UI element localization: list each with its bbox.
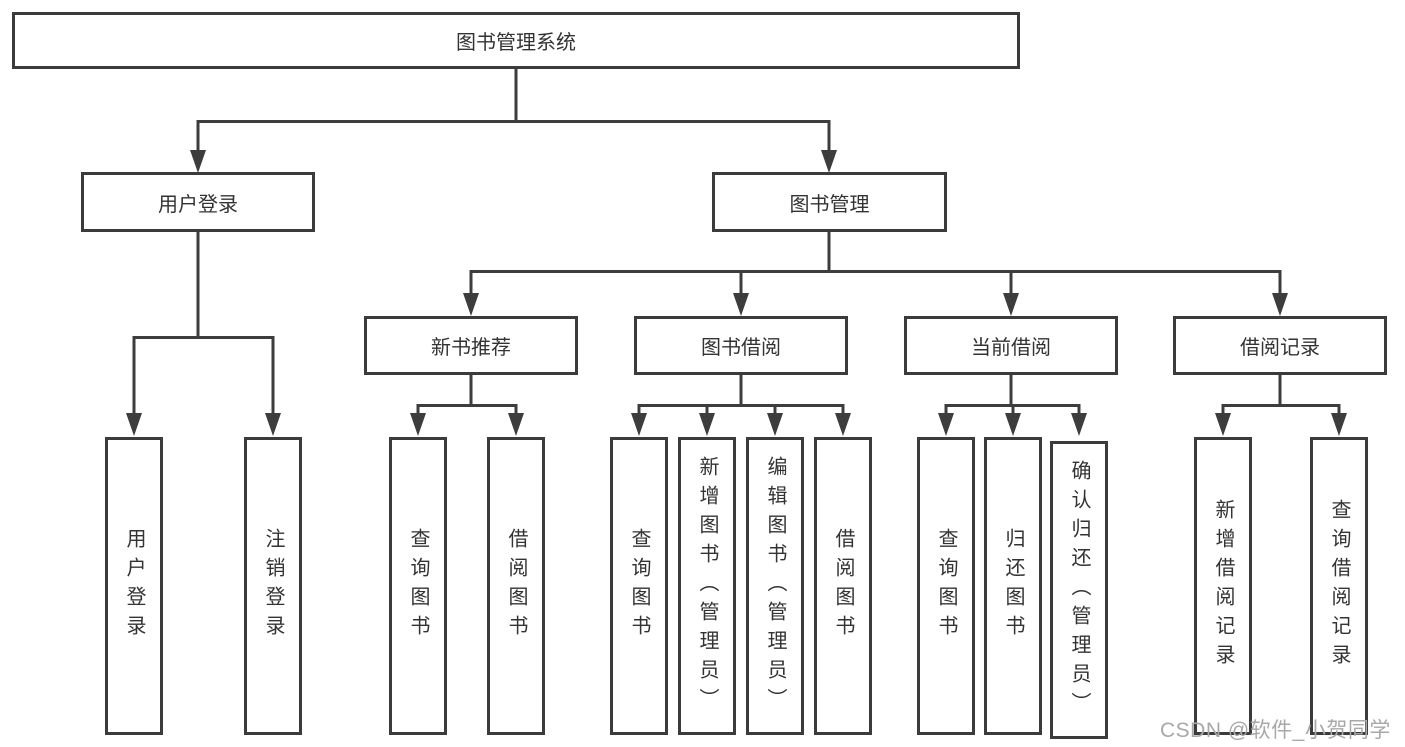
leaf-query-books-current: 查询图书 (917, 437, 975, 735)
arrowheads (126, 150, 1347, 436)
leaf-return-books: 归还图书 (984, 437, 1042, 735)
node-borrow-records: 借阅记录 (1173, 316, 1387, 375)
leaf-query-books-recommend: 查询图书 (389, 437, 447, 735)
node-user-login: 用户登录 (81, 172, 315, 232)
leaf-query-books-borrow: 查询图书 (610, 437, 668, 735)
leaf-add-borrow-record: 新增借阅记录 (1194, 437, 1252, 735)
node-book-borrow: 图书借阅 (634, 316, 848, 375)
node-current-borrow: 当前借阅 (904, 316, 1118, 375)
leaf-logout: 注销登录 (244, 437, 302, 735)
leaf-query-borrow-record: 查询借阅记录 (1310, 437, 1368, 735)
node-book-management: 图书管理 (712, 172, 947, 232)
leaf-user-login: 用户登录 (105, 437, 163, 735)
leaf-confirm-return-admin: 确认归还（管理员） (1050, 441, 1108, 739)
leaf-add-book-admin: 新增图书（管理员） (678, 437, 736, 735)
leaf-borrow-books-recommend: 借阅图书 (487, 437, 545, 735)
csdn-watermark: CSDN @软件_小贺同学 (1160, 719, 1391, 742)
node-new-book-recommend: 新书推荐 (364, 316, 578, 375)
leaf-borrow-books: 借阅图书 (814, 437, 872, 735)
leaf-edit-book-admin: 编辑图书（管理员） (746, 437, 804, 735)
node-library-system: 图书管理系统 (12, 12, 1020, 69)
